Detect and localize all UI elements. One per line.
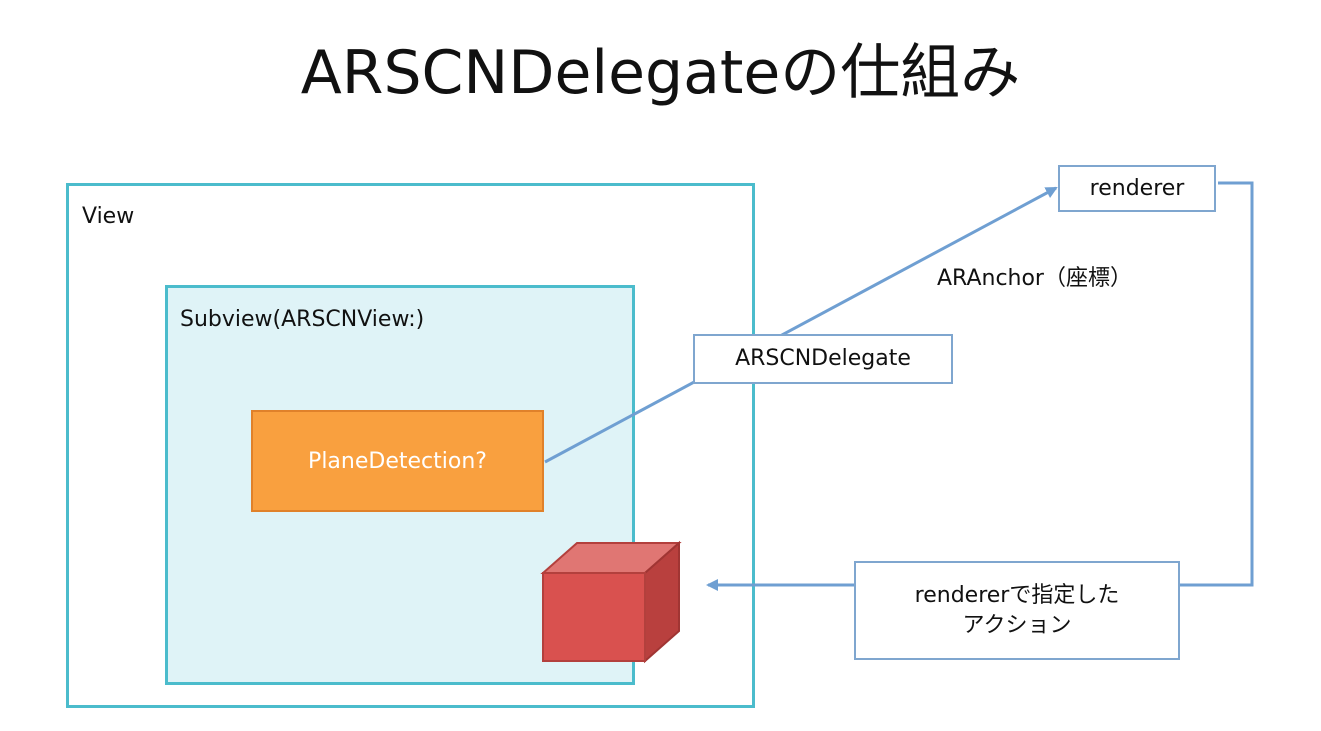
plane-detection-label: PlaneDetection? <box>308 448 487 474</box>
red-cube-icon <box>540 540 682 664</box>
renderer-box: renderer <box>1058 165 1216 212</box>
renderer-label: renderer <box>1089 175 1185 201</box>
action-label-line1: rendererで指定した <box>914 582 1120 608</box>
anchor-label: ARAnchor（座標） <box>937 266 1132 291</box>
delegate-arrow <box>544 186 1058 464</box>
action-box: rendererで指定した アクション <box>854 561 1180 660</box>
view-label: View <box>82 204 135 229</box>
delegate-box: ARSCNDelegate <box>693 334 953 384</box>
action-arrow <box>706 181 1254 591</box>
delegate-label: ARSCNDelegate <box>735 346 911 372</box>
action-label-line2: アクション <box>962 612 1072 638</box>
plane-detection-box: PlaneDetection? <box>251 410 544 512</box>
subview-label: Subview(ARSCNView:) <box>180 307 425 332</box>
page-title: ARSCNDelegateの仕組み <box>300 38 1021 108</box>
